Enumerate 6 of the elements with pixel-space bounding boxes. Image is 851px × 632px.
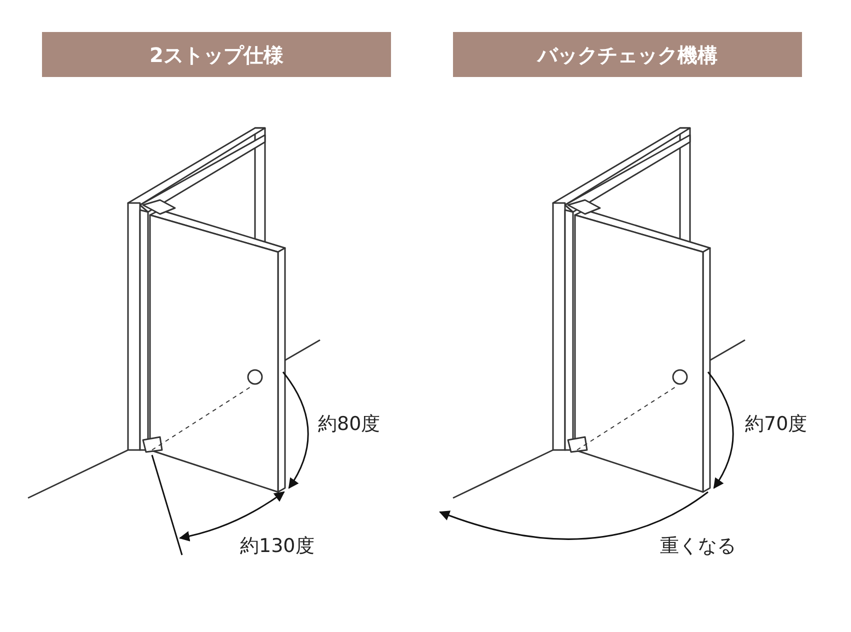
angle-label: 重くなる bbox=[660, 534, 736, 559]
angle-label: 約80度 bbox=[318, 412, 380, 437]
title-band: バックチェック機構 bbox=[453, 32, 802, 77]
angle-label: 約70度 bbox=[745, 412, 808, 437]
title-band: 2ストップ仕様 bbox=[42, 32, 391, 77]
angle-label: 約130度 bbox=[240, 534, 314, 559]
